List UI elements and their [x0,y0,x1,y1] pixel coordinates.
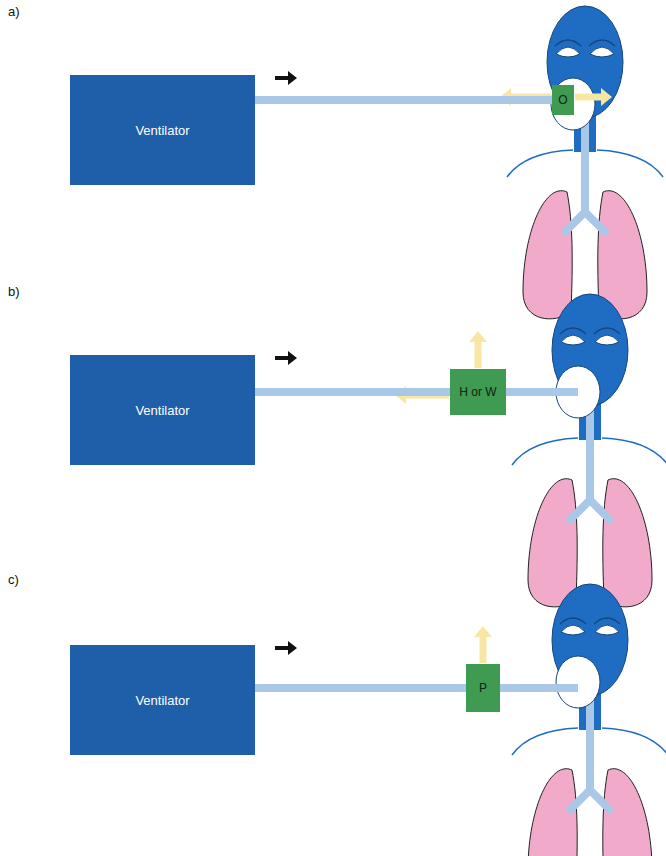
ventilator-box: Ventilator [70,645,255,755]
panel-label: b) [8,284,20,299]
flow-arrow [275,71,297,85]
valve-box: P [466,664,500,712]
flow-arrow [275,641,297,655]
node-text: O [558,93,567,107]
valve-box: H or W [450,369,506,415]
leak-arrow [575,94,601,101]
tube [506,388,578,396]
patient-figure [507,6,663,319]
valve-box: O [552,85,574,115]
node-text: H or W [459,385,496,399]
node-text: Ventilator [135,693,189,708]
flow-arrow [275,351,297,365]
leak-arrowhead [474,626,492,637]
node-text: P [479,681,487,695]
leak-arrow [475,342,482,368]
ventilator-box: Ventilator [70,75,255,185]
tube [255,684,466,692]
patient-figure [512,294,666,607]
panel-label: c) [8,572,19,587]
node-text: Ventilator [135,403,189,418]
ventilator-box: Ventilator [70,355,255,465]
leak-arrowhead [469,331,487,342]
node-text: Ventilator [135,123,189,138]
tube [255,388,450,396]
leak-arrowhead [601,88,612,106]
leak-arrow [480,637,487,663]
tube [255,96,552,104]
panel-label: a) [8,4,20,19]
patient-figure [512,584,666,856]
tube [500,684,578,692]
